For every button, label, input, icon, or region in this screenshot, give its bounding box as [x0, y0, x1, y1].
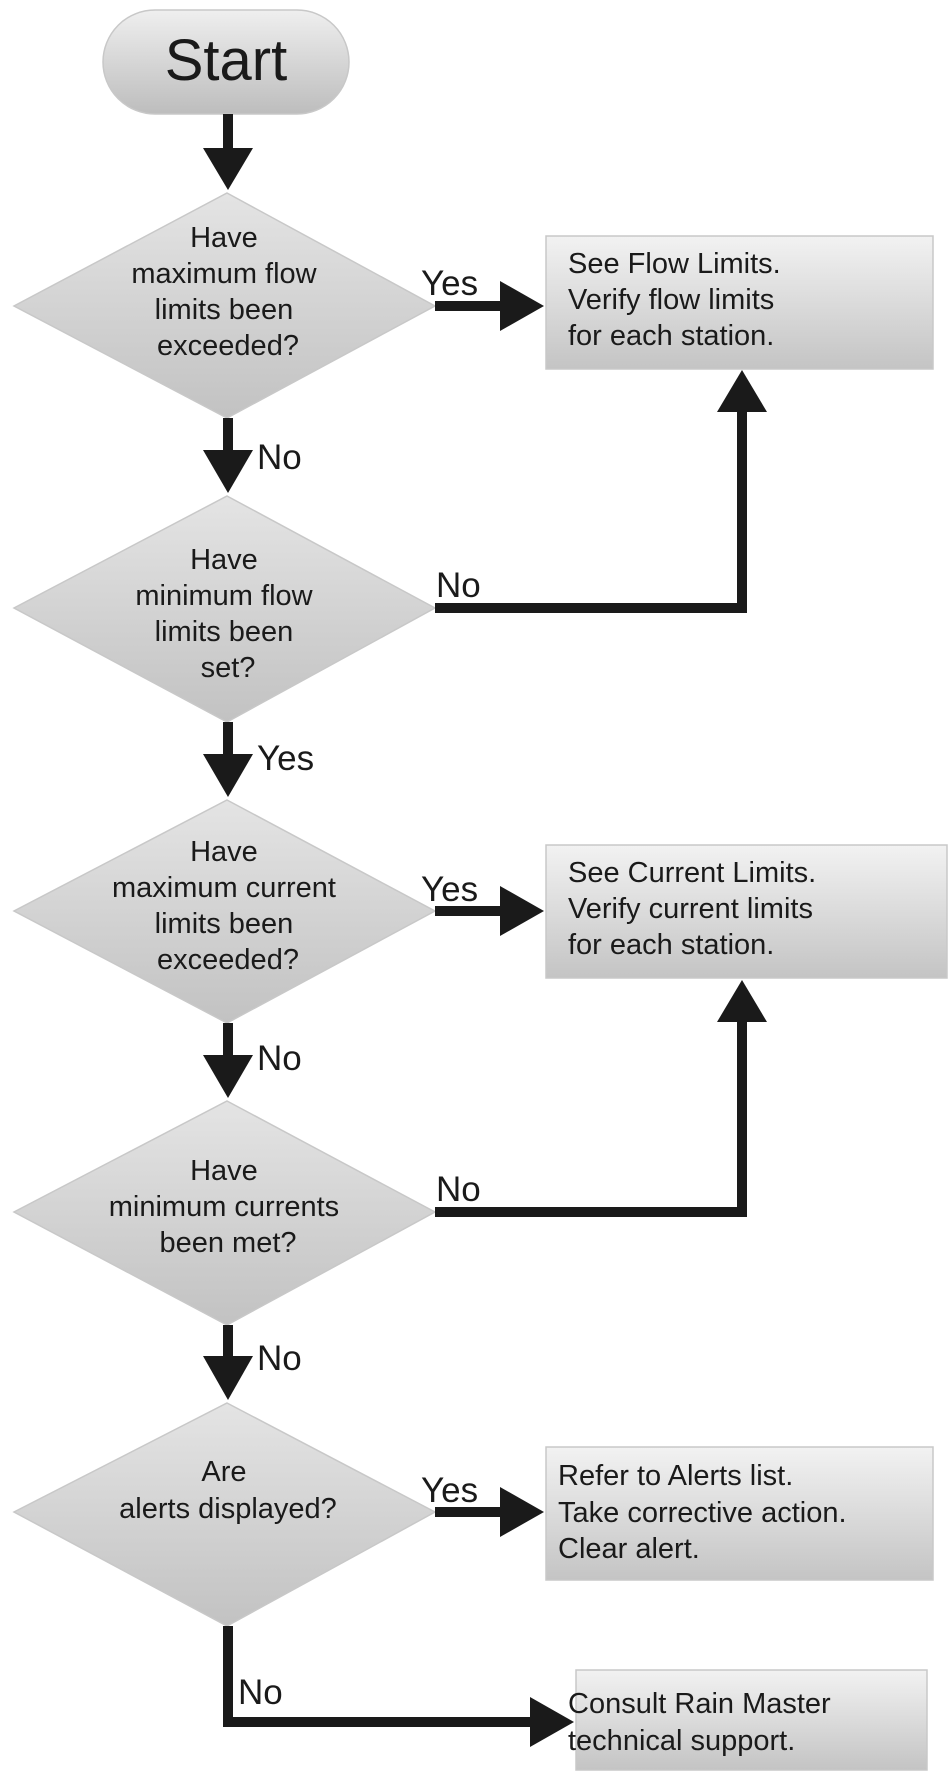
arrowhead-icon [500, 281, 544, 331]
action-alerts-list: Refer to Alerts list. Take corrective ac… [545, 1446, 934, 1581]
arrowhead-icon [500, 1487, 544, 1537]
connectors [203, 114, 767, 1747]
start-label: Start [165, 28, 288, 93]
decision-min-flow-text: Have minimum flow limits been set? [135, 544, 320, 684]
decision-max-current: Have maximum current limits been exceede… [12, 799, 437, 1024]
decision-alerts-text: Are alerts displayed? [119, 1456, 337, 1525]
label-alerts-no: No [238, 1673, 283, 1712]
label-max-flow-no: No [257, 438, 302, 477]
decision-max-current-text: Have maximum current limits been exceede… [112, 836, 344, 976]
arrowhead-icon [203, 1055, 253, 1098]
action-alerts-list-text: Refer to Alerts list. Take corrective ac… [558, 1460, 855, 1565]
connector-alerts-no [223, 1626, 532, 1727]
arrowhead-icon [203, 754, 253, 797]
label-min-flow-yes: Yes [257, 739, 314, 778]
decision-alerts: Are alerts displayed? [12, 1402, 437, 1627]
label-max-flow-yes: Yes [421, 264, 478, 303]
decision-min-current-text: Have minimum currents been met? [109, 1155, 348, 1259]
action-flow-limits: See Flow Limits. Verify flow limits for … [545, 235, 934, 370]
label-min-current-no: No [436, 1170, 481, 1209]
action-flow-limits-text: See Flow Limits. Verify flow limits for … [568, 248, 789, 352]
connector-min-current-no [435, 1020, 747, 1217]
decision-min-current: Have minimum currents been met? [12, 1100, 437, 1326]
arrowhead-icon [203, 1356, 253, 1400]
arrowhead-icon [500, 886, 544, 936]
arrowhead-icon [530, 1697, 574, 1747]
connector-labels: Yes No No Yes Yes No No No Yes No [238, 264, 481, 1712]
decision-min-flow: Have minimum flow limits been set? [12, 495, 437, 723]
arrowhead-icon [203, 148, 253, 190]
decision-max-flow-text: Have maximum flow limits been exceeded? [131, 222, 324, 362]
arrowhead-icon [203, 450, 253, 493]
action-current-limits: See Current Limits. Verify current limit… [545, 844, 948, 979]
action-support: Consult Rain Master technical support. [568, 1669, 928, 1771]
action-current-limits-text: See Current Limits. Verify current limit… [568, 857, 824, 961]
label-min-flow-no: No [436, 566, 481, 605]
label-max-current-no: No [257, 1039, 302, 1078]
action-support-text: Consult Rain Master technical support. [568, 1688, 839, 1757]
decision-max-flow: Have maximum flow limits been exceeded? [12, 192, 437, 419]
label-max-current-yes: Yes [421, 870, 478, 909]
connector-min-flow-no [435, 410, 747, 613]
label-alerts-yes: Yes [421, 1471, 478, 1510]
start-node: Start [102, 9, 350, 115]
arrowhead-icon [717, 980, 767, 1022]
arrowhead-icon [717, 370, 767, 412]
label-min-current-no-down: No [257, 1339, 302, 1378]
